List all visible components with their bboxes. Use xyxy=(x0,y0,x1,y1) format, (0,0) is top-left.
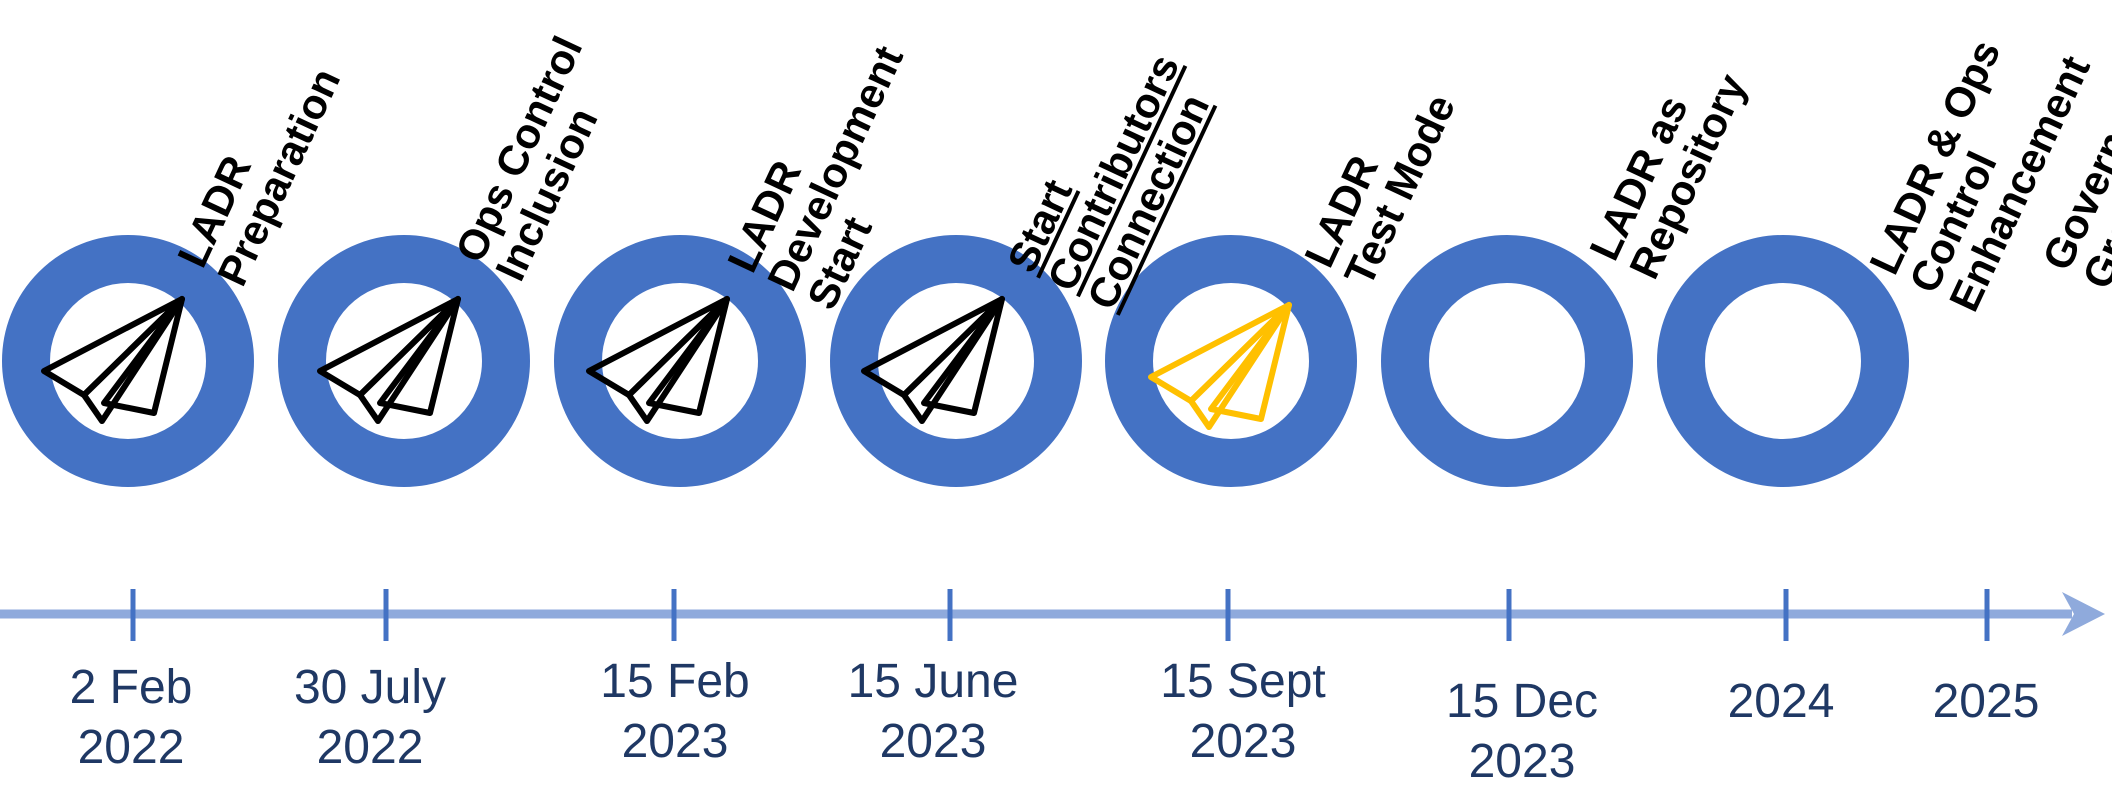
milestone-date-line: 2025 xyxy=(1932,675,2040,728)
milestone-date-line: 2024 xyxy=(1727,675,1835,728)
milestone-date-line: 15 Sept xyxy=(1160,655,1326,708)
milestone-date-line: 2023 xyxy=(879,715,987,768)
milestone-date-line: 15 Feb xyxy=(600,655,750,708)
milestone-date-6: 15 Dec 2023 xyxy=(1402,672,1642,792)
milestone-date-line: 2023 xyxy=(621,715,729,768)
milestone-date-3: 15 Feb 2023 xyxy=(555,652,795,772)
milestone-date-8: 2025 xyxy=(1866,672,2106,732)
milestone-date-line: 2023 xyxy=(1468,735,1576,788)
milestone-date-line: 15 June xyxy=(847,655,1019,708)
milestone-ring-2 xyxy=(278,235,530,487)
milestone-date-line: 2022 xyxy=(77,721,185,774)
milestone-date-line: 2023 xyxy=(1189,715,1297,768)
milestone-ring-6 xyxy=(1381,235,1633,487)
milestone-date-2: 30 July 2022 xyxy=(250,658,490,778)
milestone-date-1: 2 Feb 2022 xyxy=(11,658,251,778)
milestone-date-line: 2022 xyxy=(316,721,424,774)
milestone-date-5: 15 Sept 2023 xyxy=(1123,652,1363,772)
milestone-ring-7 xyxy=(1657,235,1909,487)
milestone-date-line: 30 July xyxy=(293,661,447,714)
milestone-date-7: 2024 xyxy=(1661,672,1901,732)
milestone-date-line: 15 Dec xyxy=(1445,675,1599,728)
timeline-arrowhead xyxy=(2062,592,2105,636)
milestone-date-4: 15 June 2023 xyxy=(813,652,1053,772)
milestone-ring-1 xyxy=(2,235,254,487)
milestone-date-line: 2 Feb xyxy=(69,661,193,714)
